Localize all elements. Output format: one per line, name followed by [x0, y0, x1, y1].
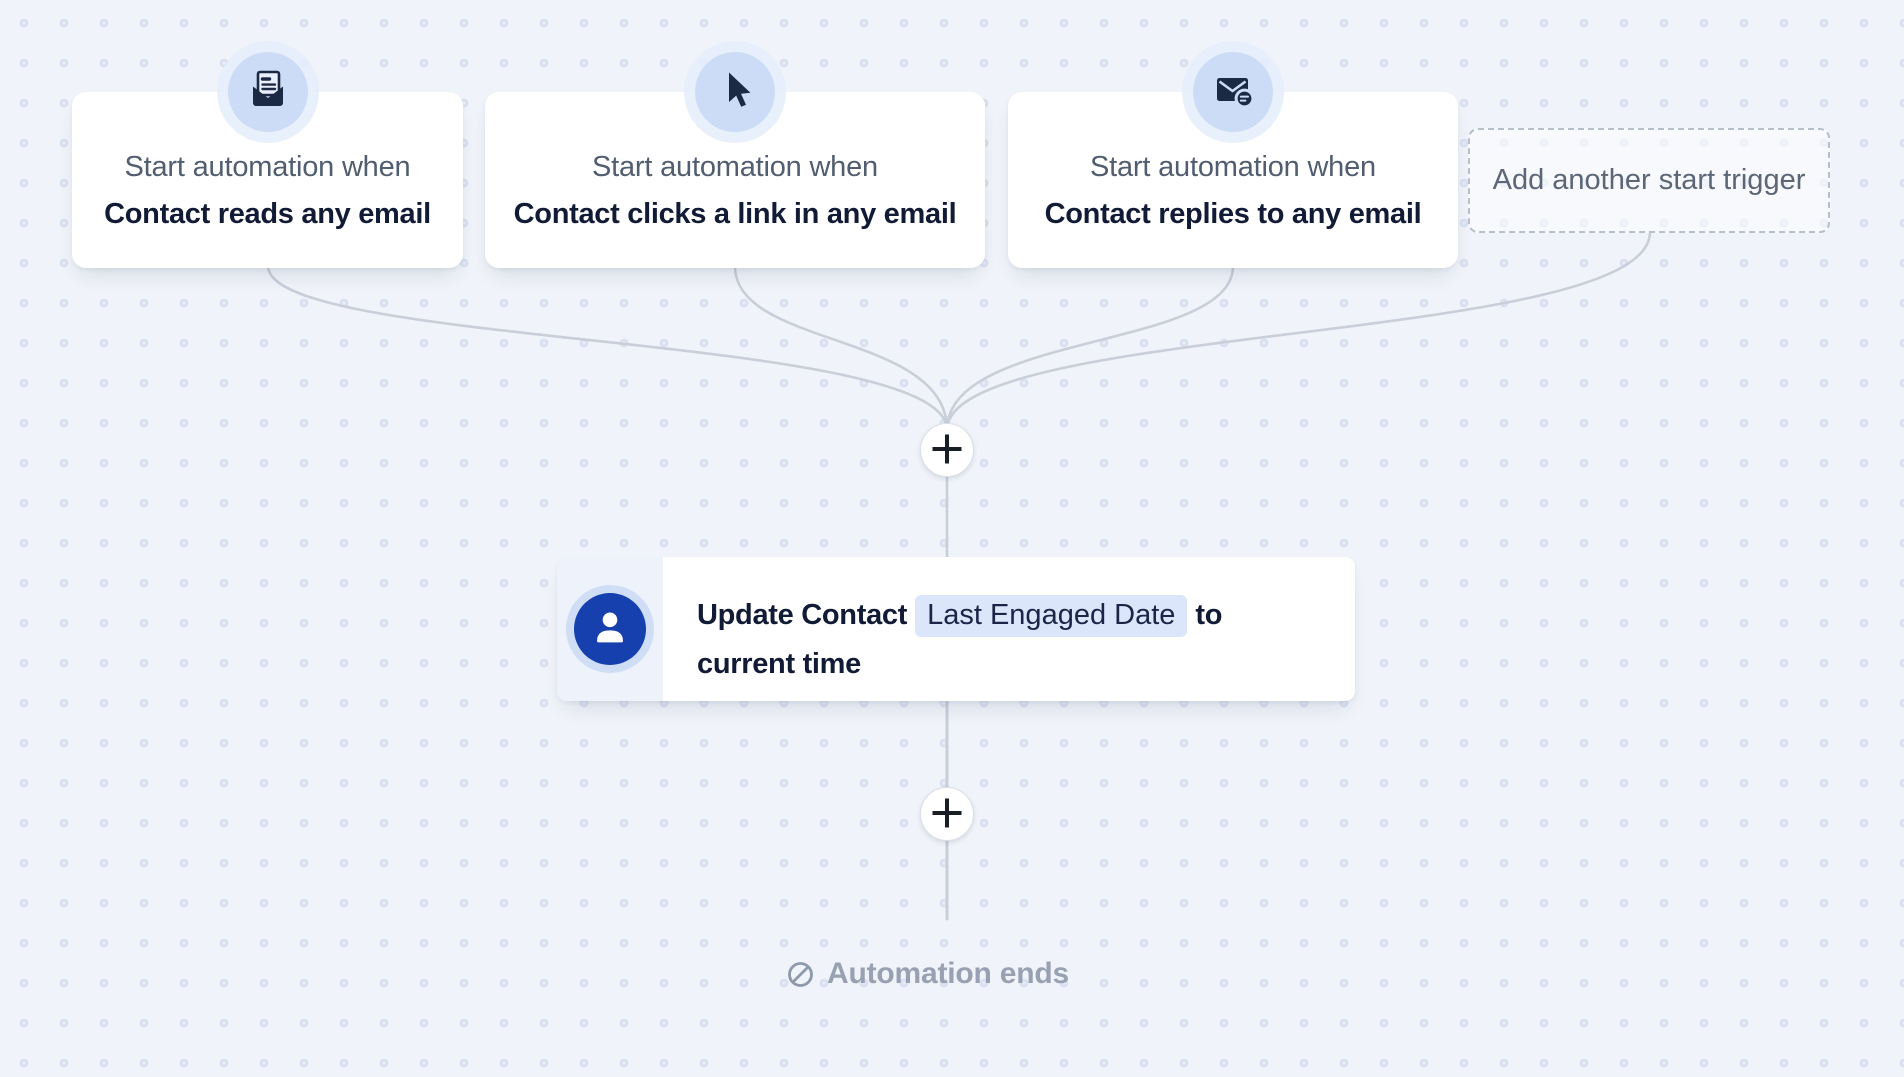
- action-text-prefix: Update Contact: [697, 599, 908, 631]
- cursor-click-icon: [711, 66, 759, 119]
- add-start-trigger-label: Add another start trigger: [1492, 164, 1806, 196]
- automation-end-marker: Automation ends: [478, 957, 1378, 991]
- action-text-suffix: to current time: [697, 599, 1223, 680]
- add-start-trigger-button[interactable]: Add another start trigger: [1468, 128, 1830, 233]
- add-step-button-1[interactable]: [920, 423, 974, 477]
- plus-icon: [929, 795, 965, 834]
- trigger-title: Contact clicks a link in any email: [513, 198, 957, 230]
- trigger-subtitle: Start automation when: [592, 151, 878, 183]
- trigger-icon-circle: [227, 52, 308, 132]
- trigger-subtitle: Start automation when: [1090, 151, 1376, 183]
- field-chip: Last Engaged Date: [915, 595, 1188, 637]
- trigger-card-clicks-link[interactable]: Start automation when Contact clicks a l…: [485, 52, 985, 268]
- connector-trigger-3: [945, 264, 1235, 432]
- trigger-icon-circle: [695, 52, 775, 132]
- email-reply-icon: [1209, 66, 1257, 119]
- trigger-card-replies-email[interactable]: Start automation when Contact replies to…: [1008, 52, 1458, 268]
- trigger-title: Contact replies to any email: [1044, 198, 1422, 230]
- action-icon-strip: [557, 557, 663, 701]
- trigger-card-reads-email[interactable]: Start automation when Contact reads any …: [72, 52, 463, 268]
- contact-person-icon: [587, 604, 633, 655]
- trigger-title: Contact reads any email: [104, 198, 431, 230]
- avatar: [574, 593, 646, 665]
- automation-end-label: Automation ends: [827, 957, 1069, 990]
- plus-icon: [929, 431, 965, 470]
- add-step-button-2[interactable]: [920, 787, 974, 841]
- trigger-subtitle: Start automation when: [124, 151, 411, 183]
- connector-trigger-1: [266, 264, 949, 432]
- email-read-icon: [244, 66, 292, 119]
- trigger-icon-circle: [1193, 52, 1273, 132]
- prohibited-icon: [787, 961, 814, 988]
- connector-trigger-2: [733, 264, 949, 432]
